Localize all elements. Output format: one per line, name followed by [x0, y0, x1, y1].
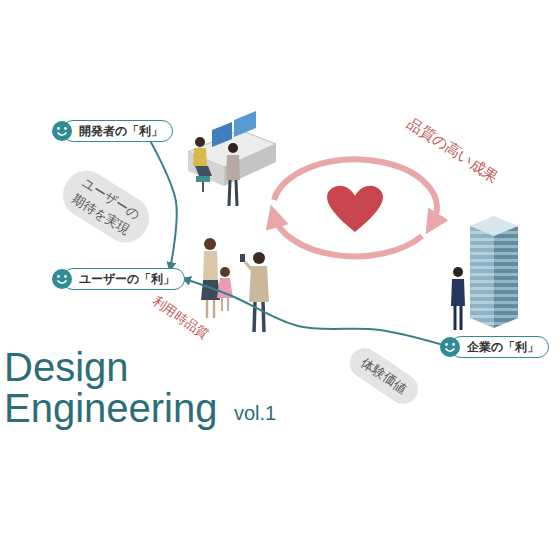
value-pill: 体験価値 [344, 342, 424, 409]
company-building-part [451, 279, 465, 306]
user-family-part [253, 252, 265, 264]
developer-desk-part [202, 182, 204, 192]
developer-desk-part [212, 122, 232, 147]
company-building [451, 216, 518, 330]
pill-text: 体験価値 [358, 354, 411, 398]
user-family [201, 238, 269, 332]
user-family-part [240, 254, 245, 262]
smiley-eye [57, 275, 60, 278]
stakeholder-badge: 企業の「利」 [450, 336, 549, 358]
smiley-face [52, 121, 72, 141]
developer-desk-part [193, 148, 207, 166]
developer-desk-part [196, 176, 210, 182]
flow-arrow [151, 142, 177, 268]
cycle-loop [274, 160, 437, 257]
user-family-part [245, 262, 252, 270]
developer-desk-part [224, 144, 276, 186]
stakeholder-badge: 開発者の「利」 [62, 120, 173, 142]
volume-label: vol.1 [234, 402, 276, 425]
user-family-part [249, 266, 269, 302]
developer-desk-part [234, 111, 256, 137]
user-family-part [204, 238, 216, 250]
developer-desk [188, 111, 276, 206]
flow-arrow [185, 279, 450, 347]
smiley-mouth [58, 133, 67, 136]
developer-desk-part [226, 155, 240, 180]
value-pill: ユーザーの期待を実現 [54, 162, 157, 250]
company-building-part [494, 226, 518, 328]
developer-desk-part [195, 137, 205, 147]
diagram-title: Design Engineering [4, 347, 244, 429]
developer-desk-part [236, 180, 237, 206]
smiley-icon [439, 336, 461, 358]
user-family-part [203, 251, 218, 280]
smiley-eye [445, 343, 448, 346]
company-building-part [460, 306, 463, 330]
smiley-eye [64, 127, 67, 130]
smiley-face [440, 337, 460, 357]
developer-desk-part [195, 166, 212, 176]
smiley-eye [57, 127, 60, 130]
stakeholder-badge: ユーザーの「利」 [62, 268, 185, 290]
user-family-part [213, 300, 216, 318]
user-family-part [220, 267, 230, 277]
user-family-part [206, 300, 209, 318]
company-building-part [454, 306, 457, 330]
developer-desk-part [229, 180, 230, 206]
user-family-part [263, 302, 264, 332]
heart-symbol [327, 186, 383, 232]
smiley-face [52, 269, 72, 289]
badge-text: 開発者の「利」 [79, 123, 163, 139]
company-building-part [494, 226, 518, 328]
smiley-mouth [58, 281, 67, 284]
company-building-part [453, 267, 463, 277]
smiley-eye [452, 343, 455, 346]
smiley-mouth [446, 349, 455, 352]
smiley-icon [51, 120, 73, 142]
smiley-eye [64, 275, 67, 278]
badge-text: ユーザーの「利」 [79, 271, 175, 287]
user-family-part [221, 298, 223, 311]
smiley-icon [51, 268, 73, 290]
badge-text: 企業の「利」 [467, 339, 539, 355]
company-building-part [470, 226, 494, 328]
user-family-part [227, 298, 229, 311]
company-building-part [470, 226, 494, 328]
pill-text: ユーザーの期待を実現 [68, 173, 144, 239]
developer-desk-part [228, 143, 238, 153]
